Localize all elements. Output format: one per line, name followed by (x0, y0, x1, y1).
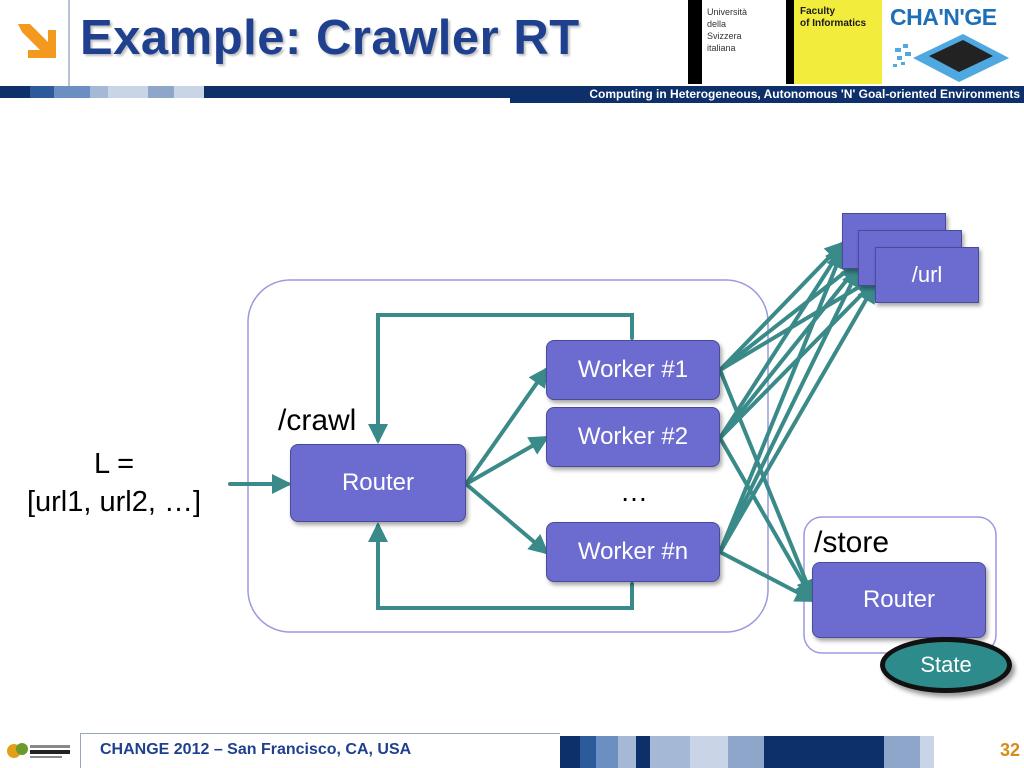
usi-logo-bar (688, 0, 702, 84)
workers-ellipsis: … (620, 476, 648, 507)
worker-1-node: Worker #1 (546, 340, 720, 400)
worker1-to-store-arrow (718, 368, 816, 600)
worker1-to-url2-arrow (718, 259, 862, 372)
worker2-to-store-arrow (718, 436, 814, 602)
router-to-worker1-arrow (464, 366, 549, 486)
worker-2-node: Worker #2 (546, 407, 720, 467)
state-node: State (880, 637, 1012, 693)
worker1-to-url1-arrow (718, 241, 845, 372)
worker2-to-url1-arrow (718, 244, 845, 440)
workern-to-url1-arrow (718, 248, 846, 554)
header-color-strip (0, 86, 520, 98)
slide-title: Example: Crawler RT (80, 11, 580, 65)
faculty-logo (786, 0, 882, 84)
change-chip-logo-icon (893, 28, 1011, 84)
store-label: /store (814, 526, 890, 559)
router-to-workern-arrow (464, 482, 550, 555)
workern-feedback-arrow (368, 522, 634, 610)
url-box-front: /url (875, 247, 979, 303)
worker2-to-url2-arrow (718, 262, 861, 440)
store-router-node: Router (812, 562, 986, 638)
faculty-logo-bar (786, 0, 794, 84)
worker1-feedback-arrow (368, 313, 634, 444)
change-logo-text: CHA'N'GE (890, 4, 997, 30)
page-number: 32 (999, 740, 1020, 760)
footer-conference: CHANGE 2012 – San Francisco, CA, USA (100, 741, 412, 758)
workern-to-url3-arrow (718, 282, 877, 554)
router-to-worker2-arrow (464, 436, 550, 486)
orange-arrow-logo-icon (8, 12, 66, 70)
footer-divider-vertical (80, 733, 81, 768)
design-automation-logo-icon (6, 739, 72, 763)
worker-n-node: Worker #n (546, 522, 720, 582)
subtitle-band: Computing in Heterogeneous, Autonomous '… (510, 86, 1024, 103)
footer-color-strip (560, 736, 1024, 768)
workern-to-url2-arrow (718, 266, 860, 554)
footer-divider-horizontal (80, 733, 560, 734)
input-list-line1: L = (93, 448, 135, 480)
input-list-line2: [url1, url2, …] (26, 486, 202, 518)
usi-logo (688, 0, 786, 84)
faculty-logo-text: Faculty of Informatics (800, 6, 867, 29)
header-divider (68, 0, 70, 86)
crawl-label: /crawl (278, 404, 357, 437)
workern-to-store-arrow (718, 550, 816, 602)
crawl-router-node: Router (290, 444, 466, 522)
usi-logo-text: Università della Svizzera italiana (707, 7, 748, 53)
